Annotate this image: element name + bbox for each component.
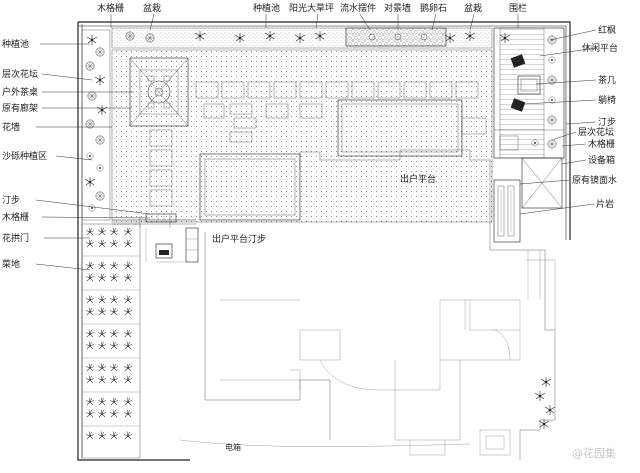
- label-veg-garden: 菜地: [2, 258, 20, 270]
- label-railing: 围栏: [509, 2, 527, 14]
- label-planter-pool: 种植池: [2, 38, 29, 50]
- mirror-water: [493, 179, 521, 243]
- top-labels: 木格栅 盆栽 种植池 阳光大草坪 流水摆件 对景墙 鹅卵石 盆栽 围栏: [97, 2, 527, 14]
- stepping-stones-left: [149, 129, 173, 207]
- label-mirror-water: 原有镜面水: [572, 174, 617, 186]
- label-gravel-bed: 沙砾种植区: [2, 150, 47, 162]
- label-wood-trellis-left: 木格栅: [2, 211, 29, 223]
- label-flower-gate: 花拱门: [2, 232, 29, 244]
- right-lower-planting: [534, 376, 556, 430]
- exit-platform: [199, 99, 487, 221]
- label-outdoor-table: 户外茶桌: [2, 86, 38, 98]
- label-slate: 片岩: [596, 198, 614, 210]
- label-red-maple: 红枫: [598, 24, 616, 36]
- right-labels: 红枫 休闲平台 茶几 躺椅 汀步 层次花坛 木格栅 设备箱 原有镜面水 片岩: [572, 24, 618, 210]
- label-equipment-box: 设备箱: [588, 154, 615, 166]
- exit-stepping: [145, 227, 199, 263]
- label-potted-2: 盆栽: [464, 2, 482, 14]
- label-planter-top: 种植池: [253, 2, 280, 14]
- water-feature: [345, 27, 447, 47]
- label-wood-trellis-top: 木格栅: [97, 2, 124, 14]
- label-exit-stepping: 出户平台汀步: [212, 233, 266, 245]
- watermark: @花园集: [572, 446, 616, 460]
- right-deck: [493, 27, 565, 159]
- label-lounge-chair: 躺椅: [598, 94, 616, 106]
- label-tiered-bed-right: 层次花坛: [578, 126, 614, 138]
- lawn-tiles: [195, 81, 479, 143]
- label-existing-pavilion: 原有廊架: [2, 102, 38, 114]
- label-sun-lawn: 阳光大草坪: [289, 2, 334, 14]
- equipment-box: [521, 157, 563, 209]
- label-potted-1: 盆栽: [143, 2, 161, 14]
- left-planting-bed: [81, 29, 111, 221]
- label-tea-table: 茶几: [598, 74, 616, 86]
- label-exit-platform: 出户平台: [400, 173, 436, 185]
- label-stepping-left: 汀步: [2, 195, 20, 206]
- left-labels: 种植池 层次花坛 户外茶桌 原有廊架 花墙 沙砾种植区 汀步 木格栅 花拱门 菜…: [2, 38, 47, 270]
- vegetable-garden: [81, 223, 141, 459]
- leader-lines: [35, 13, 597, 271]
- label-tiered-bed-left: 层次花坛: [2, 68, 38, 80]
- inner-labels: 出户平台 出户平台汀步 电箱: [212, 173, 436, 452]
- label-water-feature: 流水摆件: [340, 2, 376, 14]
- label-meter-box: 电箱: [225, 442, 241, 452]
- label-scenic-wall: 对景墙: [384, 2, 411, 14]
- label-wood-trellis-right: 木格栅: [588, 138, 615, 150]
- label-stepping-right: 汀步: [598, 117, 616, 128]
- gravel-paving-area: [111, 49, 493, 223]
- label-flower-wall: 花墙: [2, 121, 20, 133]
- label-leisure-deck: 休闲平台: [582, 42, 618, 54]
- label-pebbles: 鹅卵石: [420, 2, 447, 14]
